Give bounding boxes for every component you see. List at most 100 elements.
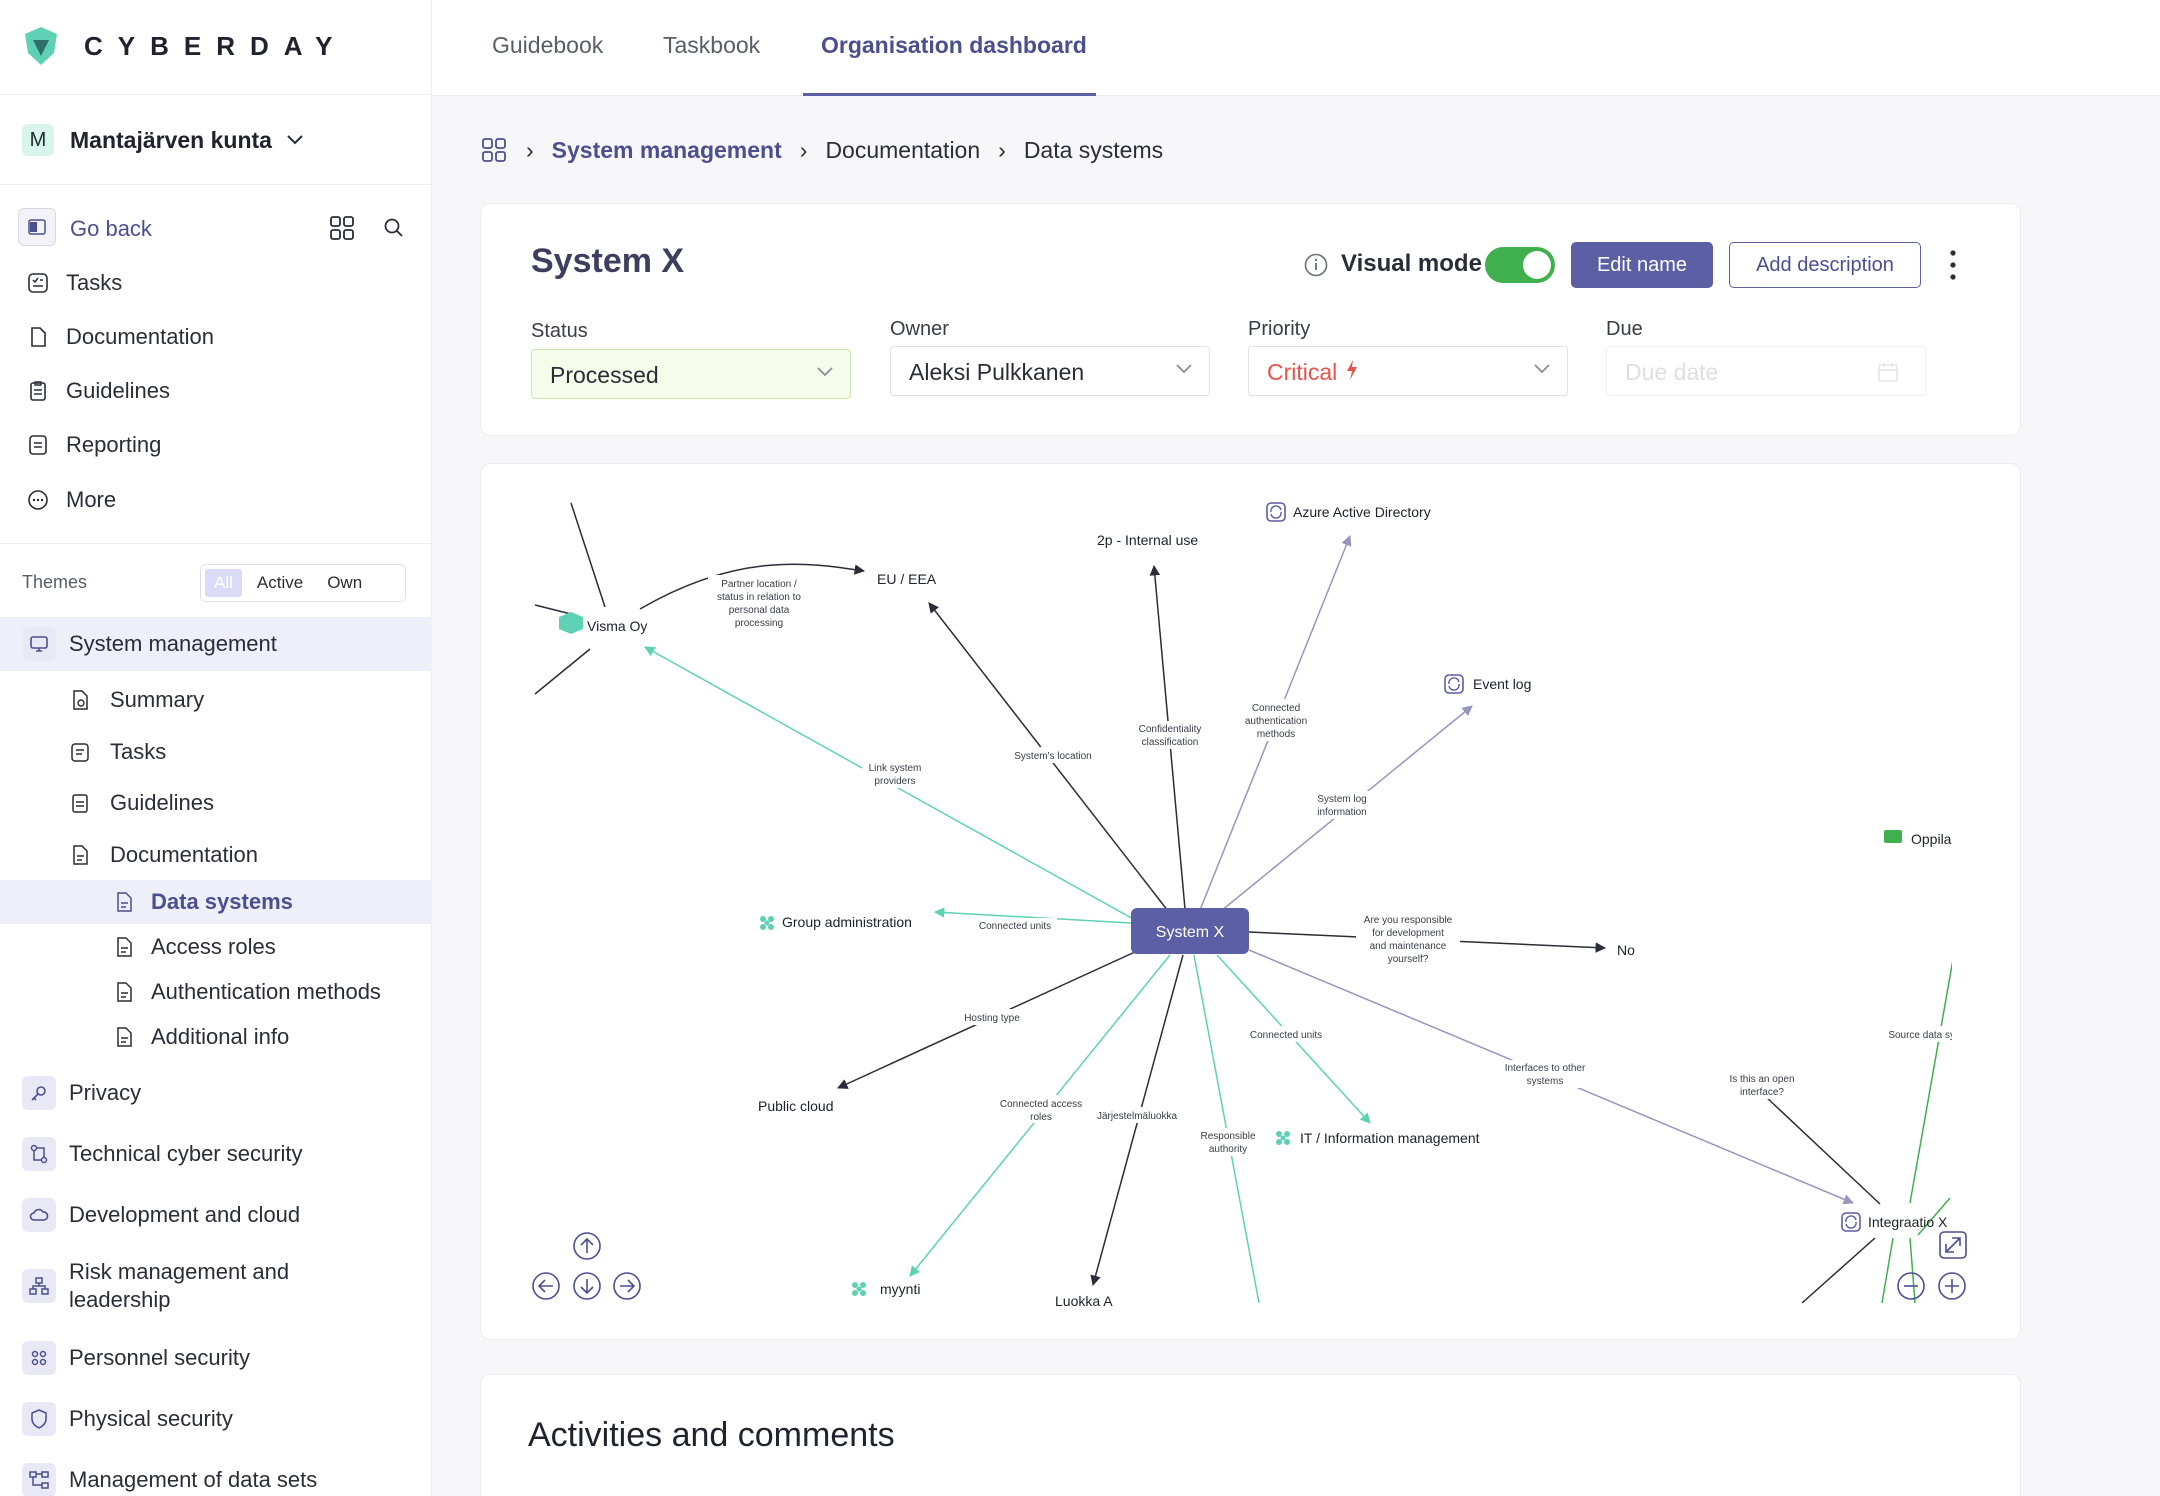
- edge: [1917, 1197, 1951, 1236]
- tab-taskbook[interactable]: Taskbook: [663, 32, 761, 58]
- visual-mode-toggle[interactable]: [1485, 247, 1555, 283]
- pan-up-button[interactable]: [573, 1232, 601, 1260]
- owner-select[interactable]: Aleksi Pulkkanen: [890, 346, 1210, 396]
- theme-technical-cyber-security[interactable]: Technical cyber security: [0, 1134, 432, 1174]
- go-back-label[interactable]: Go back: [70, 216, 152, 241]
- tab-organisation-dashboard[interactable]: Organisation dashboard: [821, 32, 1087, 58]
- sub-item-guidelines[interactable]: Guidelines: [0, 779, 432, 827]
- sidebar-item-documentation[interactable]: Documentation: [0, 312, 432, 362]
- pan-right-button[interactable]: [613, 1272, 641, 1300]
- add-description-button[interactable]: Add description: [1729, 242, 1921, 288]
- sync-icon-arrows: [1270, 505, 1282, 519]
- edge-label-bg: [862, 760, 928, 788]
- document-icon: [73, 845, 88, 865]
- due-placeholder: Due date: [1625, 359, 1719, 385]
- sidebar-item-reporting[interactable]: Reporting: [0, 420, 432, 470]
- info-icon[interactable]: [1303, 252, 1329, 278]
- chevron-down-icon: [1534, 364, 1550, 374]
- node-group-administration[interactable]: Group administration: [760, 914, 912, 930]
- sub-item-documentation[interactable]: Documentation: [0, 831, 432, 879]
- filter-all[interactable]: All: [205, 569, 242, 597]
- breadcrumb-system-management[interactable]: System management: [551, 136, 782, 163]
- expand-icon: [1945, 1237, 1961, 1253]
- filter-active[interactable]: Active: [256, 573, 304, 592]
- doc-item-additional-info[interactable]: Additional info: [0, 1015, 432, 1059]
- node-myynti[interactable]: myynti: [852, 1281, 920, 1297]
- theme-privacy[interactable]: Privacy: [0, 1073, 432, 1113]
- edge-label-units2: Connected units: [1250, 1030, 1322, 1041]
- node-it[interactable]: IT / Information management: [1276, 1130, 1480, 1146]
- edge-label-bg: [1007, 747, 1099, 763]
- breadcrumb-documentation[interactable]: Documentation: [825, 136, 981, 163]
- edge-label-bg: [959, 1009, 1025, 1025]
- sync-icon-arrows: [1845, 1215, 1857, 1229]
- fit-view-button[interactable]: [1939, 1231, 1967, 1259]
- node-eu[interactable]: EU / EEA: [877, 571, 937, 587]
- organization-switcher[interactable]: M Mantajärven kunta: [22, 122, 304, 158]
- theme-system-management[interactable]: System management: [0, 617, 432, 671]
- divider: [0, 94, 432, 95]
- grid-icon[interactable]: [480, 136, 508, 164]
- page-title: System X: [531, 242, 685, 280]
- more-vertical-icon[interactable]: [1948, 248, 1958, 282]
- doc-item-authentication-methods[interactable]: Authentication methods: [0, 970, 432, 1014]
- node-eventlog[interactable]: Event log: [1444, 674, 1531, 694]
- sidebar-item-tasks[interactable]: Tasks: [0, 258, 432, 308]
- status-select[interactable]: Processed: [531, 349, 851, 399]
- grid-icon[interactable]: [328, 214, 356, 242]
- edge-label-source: Source data systems: [1888, 1030, 1981, 1041]
- search-icon[interactable]: [380, 214, 408, 242]
- toggle-knob: [1523, 251, 1551, 279]
- node-azure[interactable]: Azure Active Directory: [1266, 502, 1431, 522]
- theme-label: Management of data sets: [69, 1467, 318, 1492]
- sidebar-item-guidelines[interactable]: Guidelines: [0, 366, 432, 416]
- node-public-cloud[interactable]: Public cloud: [758, 1098, 834, 1114]
- theme-management-of-data-sets[interactable]: Management of data sets: [0, 1460, 432, 1496]
- edit-name-button[interactable]: Edit name: [1571, 242, 1713, 288]
- edge: [1909, 1237, 1916, 1304]
- edge-label-bg: [1238, 699, 1314, 741]
- node-no[interactable]: No: [1617, 942, 1635, 958]
- node-luokka[interactable]: Luokka A: [1055, 1293, 1113, 1309]
- theme-personnel-security[interactable]: Personnel security: [0, 1338, 432, 1378]
- monitor-icon: [22, 627, 56, 661]
- sub-item-summary[interactable]: Summary: [0, 676, 432, 724]
- priority-select[interactable]: Critical: [1248, 346, 1568, 396]
- sidebar-item-label: Tasks: [66, 270, 123, 295]
- edge: [570, 502, 606, 608]
- filter-own[interactable]: Own: [327, 573, 363, 592]
- node-visma[interactable]: Visma Oy: [559, 612, 647, 634]
- center-node[interactable]: [1131, 908, 1249, 954]
- theme-filter: All Active Own: [200, 564, 406, 602]
- zoom-in-button[interactable]: [1938, 1272, 1966, 1300]
- go-back-button[interactable]: [18, 208, 56, 246]
- theme-label: Privacy: [69, 1080, 142, 1105]
- owner-value: Aleksi Pulkkanen: [909, 359, 1085, 385]
- cyberday-logo[interactable]: CYBERDAY: [22, 24, 348, 68]
- breadcrumb-data-systems: Data systems: [1023, 136, 1164, 163]
- theme-label: Technical cyber security: [69, 1141, 303, 1166]
- tab-guidebook[interactable]: Guidebook: [492, 32, 604, 58]
- doc-item-data-systems[interactable]: Data systems: [0, 880, 432, 924]
- edge-label-bg: [1090, 1107, 1182, 1123]
- due-date-input[interactable]: Due date: [1606, 346, 1926, 396]
- theme-risk-management-and-leadership[interactable]: Risk management and leadership: [0, 1254, 432, 1318]
- sub-item-tasks[interactable]: Tasks: [0, 728, 432, 776]
- pan-left-button[interactable]: [532, 1272, 560, 1300]
- theme-physical-security[interactable]: Physical security: [0, 1399, 432, 1439]
- sidebar-item-label: Reporting: [66, 432, 162, 457]
- node-integraatio[interactable]: Integraatio X: [1841, 1212, 1948, 1232]
- theme-development-and-cloud[interactable]: Development and cloud: [0, 1195, 432, 1235]
- doc-item-access-roles[interactable]: Access roles: [0, 925, 432, 969]
- pan-down-button[interactable]: [573, 1272, 601, 1300]
- sidebar-item-more[interactable]: More: [0, 475, 432, 525]
- node-internal[interactable]: 2p - Internal use: [1097, 532, 1198, 548]
- tasks-icon: [71, 743, 89, 762]
- node-oppilas[interactable]: Oppilashallinto: [1884, 830, 2003, 847]
- sync-icon: [1841, 1212, 1861, 1232]
- zoom-out-button[interactable]: [1897, 1272, 1925, 1300]
